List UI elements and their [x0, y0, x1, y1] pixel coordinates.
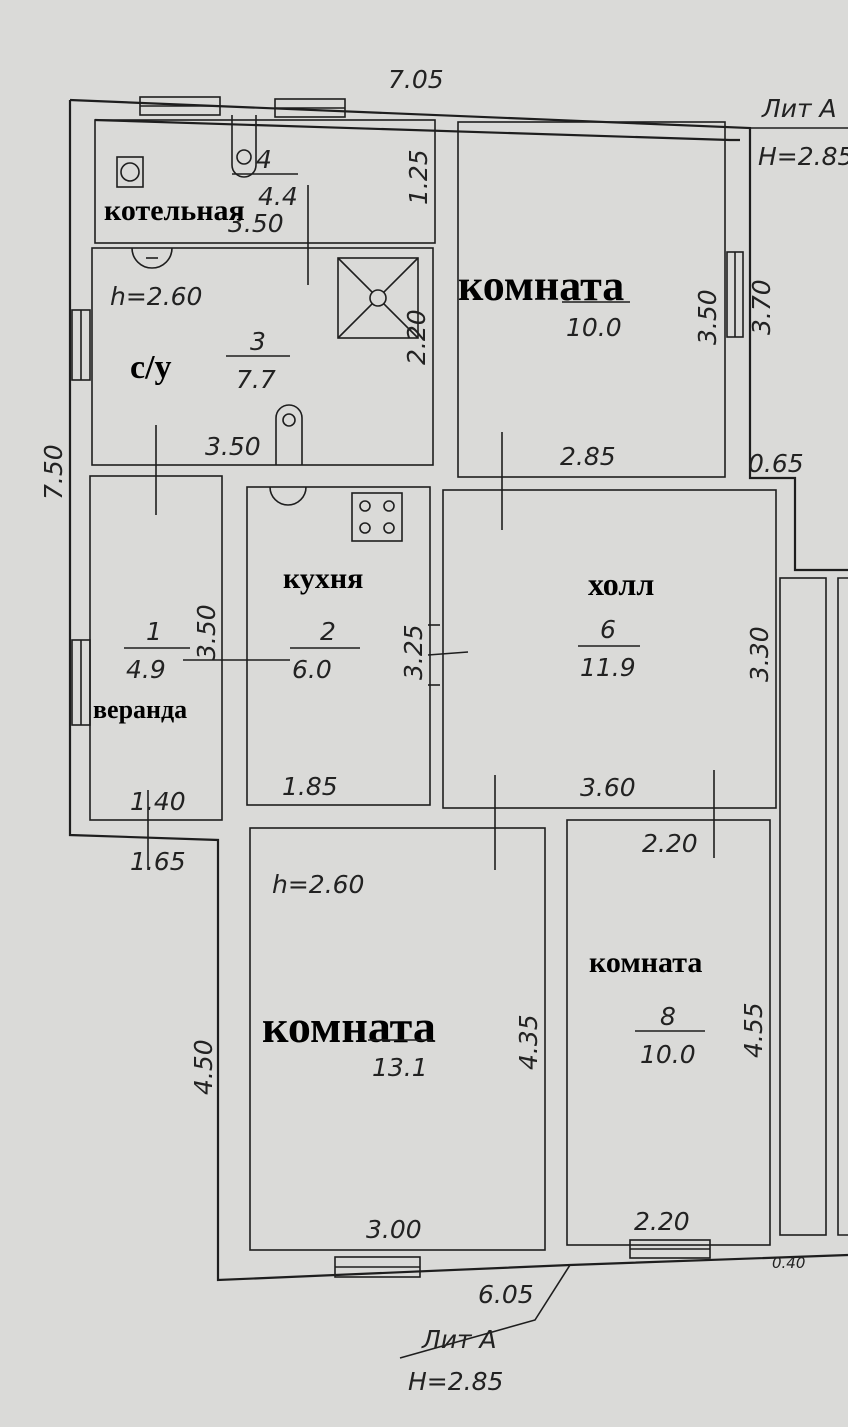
outer-walls: [68, 98, 848, 1282]
lit-name-2: Лит А: [421, 1325, 497, 1354]
room-3-dim-1: 2.20: [402, 309, 431, 365]
room-4-number: 4: [256, 145, 272, 174]
dim-right-top: 3.70: [747, 279, 776, 335]
lit-height-2: Н=2.85: [408, 1367, 503, 1396]
room-6-dim-2: 3.60: [580, 773, 636, 802]
room-7-area: 13.1: [372, 1053, 428, 1082]
room-6-hall: [442, 489, 777, 809]
toilet-icon-2: [275, 404, 303, 465]
dim-bottom: 6.05: [478, 1280, 534, 1309]
dim-bottom-right: 0.40: [772, 1254, 805, 1272]
room-3-area: 7.7: [236, 365, 276, 394]
room-1-dim-1: 3.50: [192, 604, 221, 660]
room-5-area: 10.0: [566, 313, 622, 342]
shower-icon: [337, 257, 419, 339]
dim-left: 7.50: [39, 444, 68, 500]
room-2-kitchen: [246, 486, 431, 806]
boiler-icon: [116, 156, 144, 188]
room-3-bathroom: [91, 247, 434, 466]
room-3-ceiling: h=2.60: [110, 282, 202, 311]
room-4-area: 4.4: [258, 182, 298, 211]
fixtures: [116, 115, 848, 1359]
room-1-label: веранда: [93, 695, 187, 724]
room-5-dim-1: 3.50: [693, 289, 722, 345]
room-1-dim-3: 1.65: [130, 847, 186, 876]
windows: [71, 96, 744, 1278]
room-4-dim-2: 3.50: [228, 209, 284, 238]
room-8-dim-1: 4.55: [739, 1002, 768, 1058]
room-4-boiler: [94, 119, 436, 244]
stove-icon: [351, 492, 403, 542]
room-6-label: холл: [588, 566, 654, 602]
room-6-dim-1: 3.30: [745, 626, 774, 682]
dim-offset: 0.65: [748, 449, 804, 478]
room-7-bedroom: [249, 827, 546, 1251]
side-wall-strip: [779, 577, 827, 1236]
room-8-area: 10.0: [640, 1040, 696, 1069]
room-8-number: 8: [660, 1002, 676, 1031]
room-6-area: 11.9: [580, 653, 636, 682]
room-8-label: комната: [589, 946, 702, 979]
room-8-dim-3: 2.20: [634, 1207, 690, 1236]
room-7-ceiling: h=2.60: [272, 870, 364, 899]
dim-top: 7.05: [388, 65, 444, 94]
room-7-label: комната: [262, 1001, 436, 1052]
room-2-dim-2: 1.85: [282, 772, 338, 801]
room-1-area: 4.9: [126, 655, 166, 684]
sink-icon: [131, 247, 173, 269]
room-8-dim-2: 2.20: [642, 829, 698, 858]
room-2-area: 6.0: [292, 655, 332, 684]
room-8-bedroom: [566, 819, 771, 1246]
room-2-label: кухня: [283, 562, 363, 595]
room-3-dim-2: 3.50: [205, 432, 261, 461]
room-5-bedroom: [457, 121, 726, 478]
side-wall-strip-2: [837, 577, 848, 1236]
lit-height-1: Н=2.85: [758, 142, 848, 171]
lit-name-1: Лит А: [761, 94, 837, 123]
toilet-icon: [231, 115, 257, 178]
room-3-label: с/у: [130, 349, 172, 386]
room-6-number: 6: [600, 615, 616, 644]
room-7-dim-1: 4.35: [514, 1014, 543, 1070]
room-4-dim-1: 1.25: [404, 149, 433, 205]
room-1-dim-2: 1.40: [130, 787, 186, 816]
room-7-dim-2: 3.00: [366, 1215, 422, 1244]
room-4-label: котельная: [104, 194, 245, 227]
room-3-number: 3: [250, 327, 266, 356]
room-5-dim-2: 2.85: [560, 442, 616, 471]
room-2-dim-1: 3.25: [399, 624, 428, 680]
room-1-number: 1: [146, 617, 162, 646]
dim-left-lower: 4.50: [189, 1039, 218, 1095]
sink-icon-2: [269, 486, 307, 506]
room-2-number: 2: [320, 617, 336, 646]
